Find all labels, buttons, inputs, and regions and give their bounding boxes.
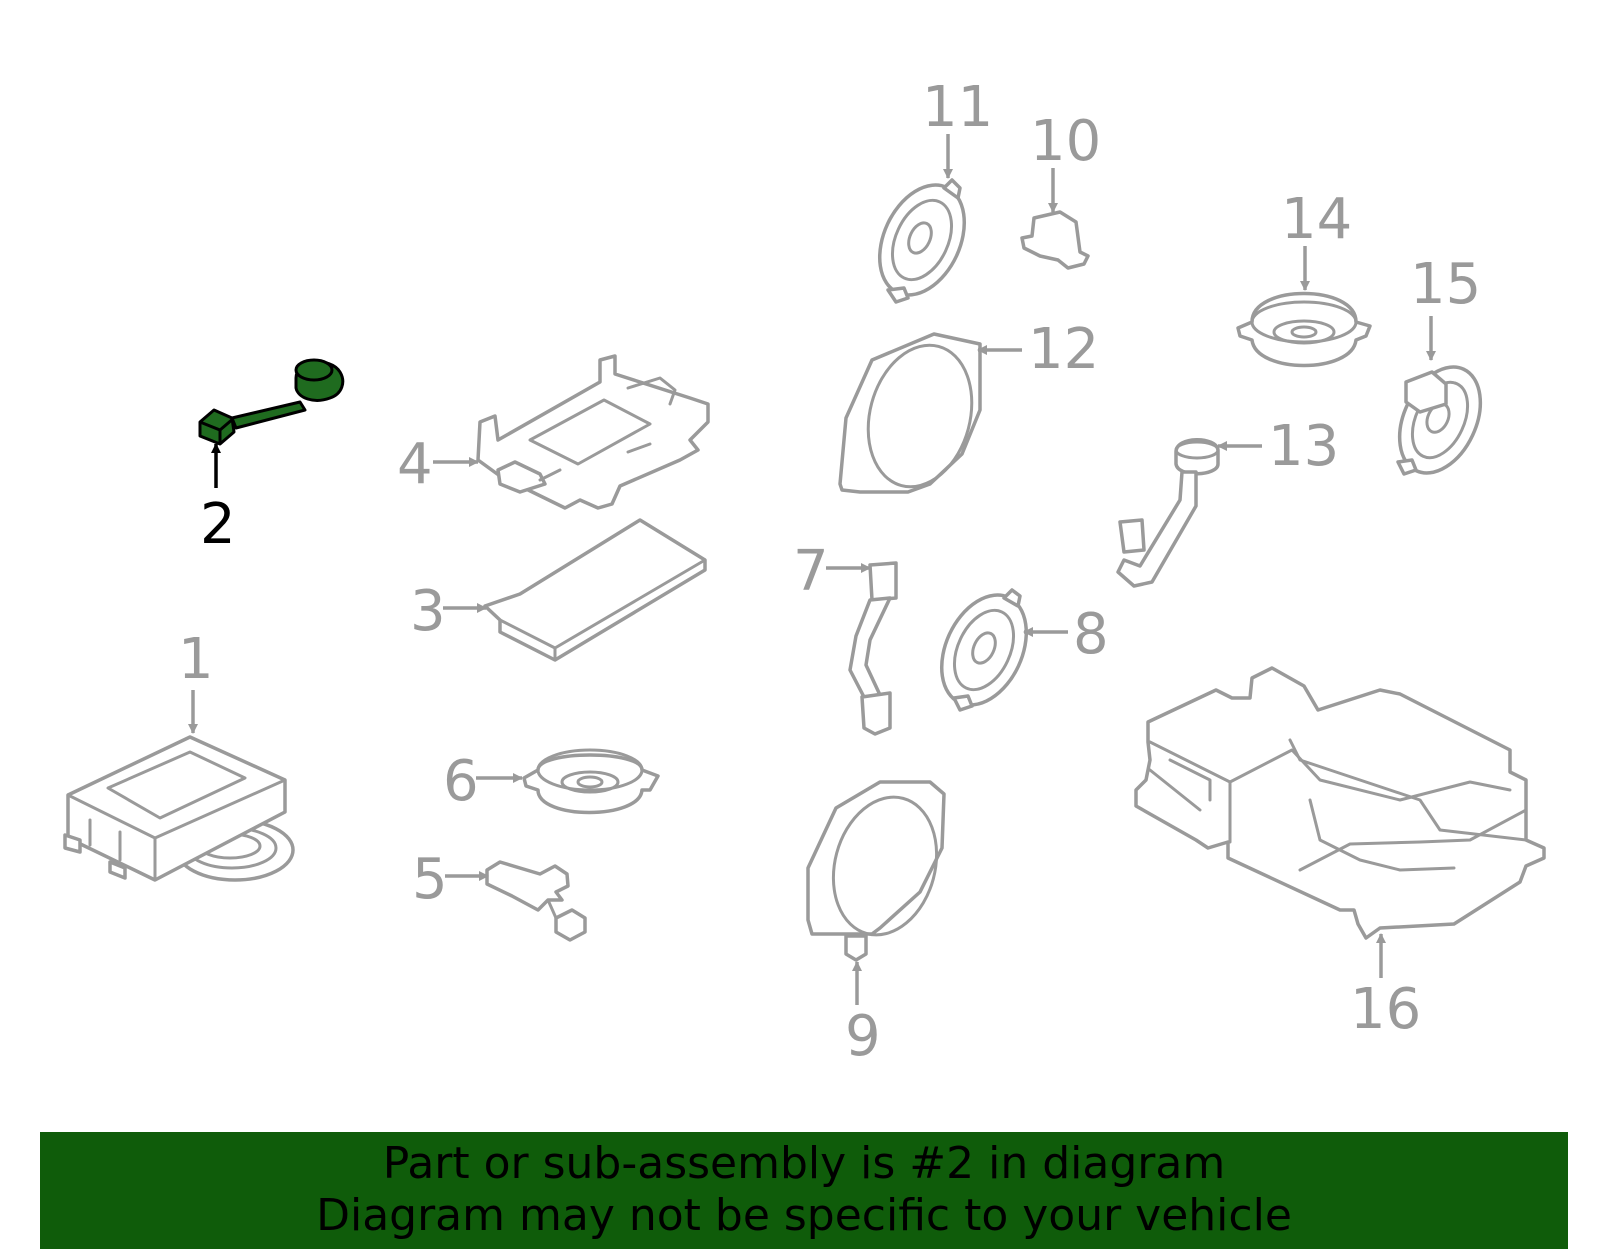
part-5-sensor[interactable] [485,860,587,942]
callout-12[interactable]: 12 [1028,317,1099,382]
callout-8[interactable]: 8 [1073,602,1109,667]
info-banner: Part or sub-assembly is #2 in diagram Di… [40,1132,1568,1249]
callout-5[interactable]: 5 [412,847,448,912]
callout-1[interactable]: 1 [178,627,214,692]
callout-7[interactable]: 7 [793,539,829,604]
banner-line-2: Diagram may not be specific to your vehi… [316,1190,1292,1241]
part-14-speaker[interactable] [1236,291,1372,368]
part-3-panel[interactable] [483,518,707,662]
callout-10[interactable]: 10 [1030,109,1101,174]
part-7-harness[interactable] [848,561,898,736]
part-1-module[interactable] [63,735,295,882]
callout-16[interactable]: 16 [1350,977,1421,1042]
callout-3[interactable]: 3 [410,579,446,644]
part-6-speaker[interactable] [522,748,660,815]
part-15-tweeter[interactable] [1384,354,1497,486]
callout-15[interactable]: 15 [1410,252,1481,317]
callout-13[interactable]: 13 [1268,414,1339,479]
part-8-tweeter[interactable] [925,581,1043,718]
callout-14[interactable]: 14 [1281,187,1352,252]
callout-11[interactable]: 11 [922,75,993,140]
part-9-speaker-housing[interactable] [806,780,951,962]
part-2-antenna-cable[interactable] [198,358,345,446]
callout-6[interactable]: 6 [443,749,479,814]
part-13-cable[interactable] [1116,438,1220,588]
part-11-tweeter[interactable] [863,171,981,308]
callout-4[interactable]: 4 [397,432,433,497]
callout-2[interactable]: 2 [200,492,236,557]
banner-line-1: Part or sub-assembly is #2 in diagram [382,1138,1226,1189]
part-16-tray[interactable] [1134,666,1546,940]
callout-9[interactable]: 9 [845,1004,881,1069]
part-12-speaker-housing[interactable] [838,332,987,499]
part-4-bracket[interactable] [476,354,710,510]
part-10-clip[interactable] [1020,210,1090,270]
